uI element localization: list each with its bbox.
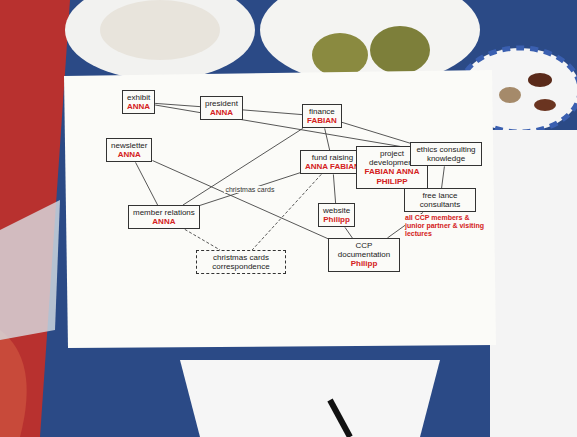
connector-line bbox=[345, 227, 352, 238]
box-title: finance bbox=[307, 107, 337, 116]
process-box: websitePhilipp bbox=[318, 203, 355, 227]
owner-name: Philipp bbox=[333, 259, 395, 268]
owner-name: ANNA bbox=[205, 108, 238, 117]
owner-name: ANNA FABIAN bbox=[305, 162, 360, 171]
edge-label: christmas cards bbox=[224, 186, 275, 193]
owner-name: Philipp bbox=[323, 215, 350, 224]
box-title: christmas cards correspondence bbox=[201, 253, 281, 271]
box-title: ethics consulting knowledge bbox=[415, 145, 477, 163]
connector-line bbox=[200, 173, 300, 206]
connector-line bbox=[342, 122, 410, 143]
box-title: fund raising bbox=[305, 153, 360, 162]
owner-name: ANNA bbox=[127, 102, 150, 111]
process-box: CCP documentationPhilipp bbox=[328, 238, 400, 272]
box-title: CCP documentation bbox=[333, 241, 395, 259]
connector-line bbox=[442, 166, 445, 188]
process-box: exhibitANNA bbox=[122, 90, 155, 114]
connector-line bbox=[185, 229, 220, 250]
process-box: member relationsANNA bbox=[128, 205, 200, 229]
owner-name: FABIAN ANNA PHILIPP bbox=[361, 167, 423, 185]
owner-name: FABIAN bbox=[307, 116, 337, 125]
box-title: website bbox=[323, 206, 350, 215]
connector-line bbox=[183, 128, 303, 205]
process-box: free lance consultantsall CCP members & … bbox=[404, 188, 476, 212]
process-box: christmas cards correspondence bbox=[196, 250, 286, 274]
process-box: presidentANNA bbox=[200, 96, 243, 120]
connector-line bbox=[333, 174, 335, 203]
note-text: all CCP members & junior partner & visit… bbox=[405, 214, 485, 238]
process-box: ethics consulting knowledge bbox=[410, 142, 482, 166]
process-box: newsletterANNA bbox=[106, 138, 152, 162]
owner-name: ANNA bbox=[111, 150, 147, 159]
box-title: exhibit bbox=[127, 93, 150, 102]
connector-line bbox=[136, 162, 158, 205]
box-title: free lance consultants bbox=[409, 191, 471, 209]
process-box: financeFABIAN bbox=[302, 104, 342, 128]
connector-line bbox=[325, 128, 330, 150]
owner-name: ANNA bbox=[133, 217, 195, 226]
box-title: president bbox=[205, 99, 238, 108]
box-title: newsletter bbox=[111, 141, 147, 150]
connector-line bbox=[243, 110, 302, 115]
box-title: member relations bbox=[133, 208, 195, 217]
